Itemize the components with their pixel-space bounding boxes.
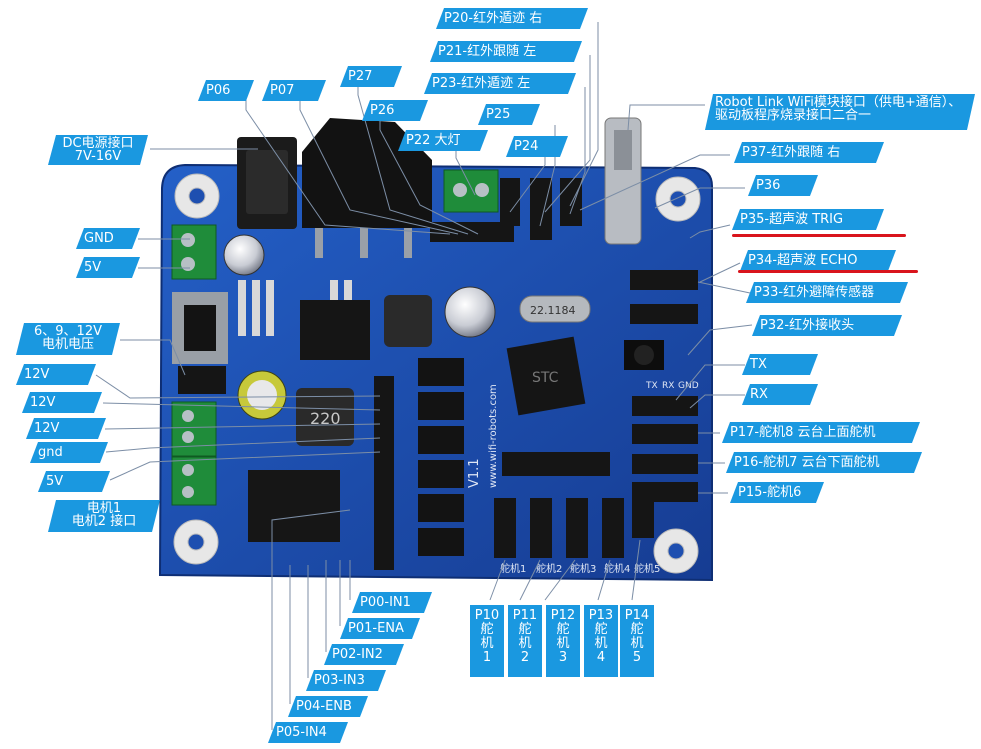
label-p02: P02-IN2	[324, 644, 404, 665]
label-p36: P36	[748, 175, 818, 196]
label-motor-port: 电机1 电机2 接口	[48, 500, 160, 532]
label-rx: RX	[742, 384, 818, 405]
tx-silk: TX	[645, 381, 658, 391]
label-p33: P33-红外避障传感器	[746, 282, 908, 303]
label-p23: P23-红外遁迹 左	[424, 73, 576, 94]
highlight-underline-p35	[732, 234, 906, 237]
servo-silk-2: 舵机2	[536, 562, 562, 575]
mcu	[506, 336, 586, 416]
label-p12: P12 舵 机 3	[546, 605, 580, 677]
label-motor-voltage: 6、9、12V 电机电压	[16, 323, 120, 355]
label-p15: P15-舵机6	[730, 482, 824, 503]
label-p06: P06	[198, 80, 254, 101]
label-gnd-bottom: gnd	[30, 442, 108, 463]
label-p25: P25	[478, 104, 540, 125]
capacitor	[444, 286, 496, 338]
ic	[300, 300, 370, 360]
capacitor	[223, 234, 265, 276]
label-p26: P26	[362, 100, 428, 121]
label-dc-power: DC电源接口 7V-16V	[48, 135, 148, 165]
highlight-underline-p34	[738, 270, 918, 273]
label-p00: P00-IN1	[352, 592, 432, 613]
label-p14: P14 舵 机 5	[620, 605, 654, 677]
leader-lines	[95, 22, 753, 730]
inductor	[384, 295, 432, 347]
label-p01: P01-ENA	[340, 618, 420, 639]
label-p03: P03-IN3	[306, 670, 386, 691]
label-wifi-port: Robot Link WiFi模块接口（供电+通信）、驱动板程序烧录接口二合一	[705, 94, 975, 130]
power-switch	[302, 118, 432, 228]
label-p27: P27	[340, 66, 402, 87]
servo-silk-1: 舵机1	[500, 562, 526, 575]
gnd-silk: GND	[678, 381, 699, 391]
label-12v-a: 12V	[16, 364, 96, 385]
crystal-mark: 22.1184	[530, 304, 576, 317]
label-p04: P04-ENB	[288, 696, 368, 717]
terminal-blocks	[171, 169, 499, 506]
inductor-mark: 220	[310, 409, 341, 428]
inductor	[296, 388, 354, 446]
label-p37: P37-红外跟随 右	[734, 142, 884, 163]
label-p07: P07	[262, 80, 326, 101]
label-p24: P24	[506, 136, 568, 157]
label-p21: P21-红外跟随 左	[430, 41, 582, 62]
label-5v-bottom: 5V	[38, 471, 110, 492]
servo-silk-4: 舵机4	[604, 562, 630, 575]
mcu-mark: STC	[532, 370, 559, 386]
label-p34: P34-超声波 ECHO	[740, 250, 896, 271]
label-gnd-top: GND	[76, 228, 140, 249]
label-12v-b: 12V	[22, 392, 102, 413]
label-p17: P17-舵机8 云台上面舵机	[722, 422, 920, 443]
rx-silk: RX	[662, 381, 674, 391]
label-p20: P20-红外遁迹 右	[436, 8, 588, 29]
label-p16: P16-舵机7 云台下面舵机	[726, 452, 922, 473]
label-p11: P11 舵 机 2	[508, 605, 542, 677]
label-12v-c: 12V	[26, 418, 106, 439]
label-p10: P10 舵 机 1	[470, 605, 504, 677]
pin-headers	[178, 178, 698, 570]
motor-driver-chip	[248, 470, 340, 542]
version-silk: V1.1	[467, 458, 482, 488]
label-p05: P05-IN4	[268, 722, 348, 743]
servo-silk-5: 舵机5	[634, 562, 660, 575]
label-p32: P32-红外接收头	[752, 315, 902, 336]
crystal	[519, 295, 591, 323]
label-p22: P22 大灯	[398, 130, 488, 151]
servo-silk-3: 舵机3	[570, 562, 596, 575]
optocouplers	[418, 358, 464, 556]
label-p35: P35-超声波 TRIG	[732, 209, 884, 230]
label-tx: TX	[742, 354, 818, 375]
label-p13: P13 舵 机 4	[584, 605, 618, 677]
label-5v-top: 5V	[76, 257, 140, 278]
mounting-holes	[173, 173, 701, 574]
url-silk: www.wifi-robots.com	[488, 384, 499, 488]
